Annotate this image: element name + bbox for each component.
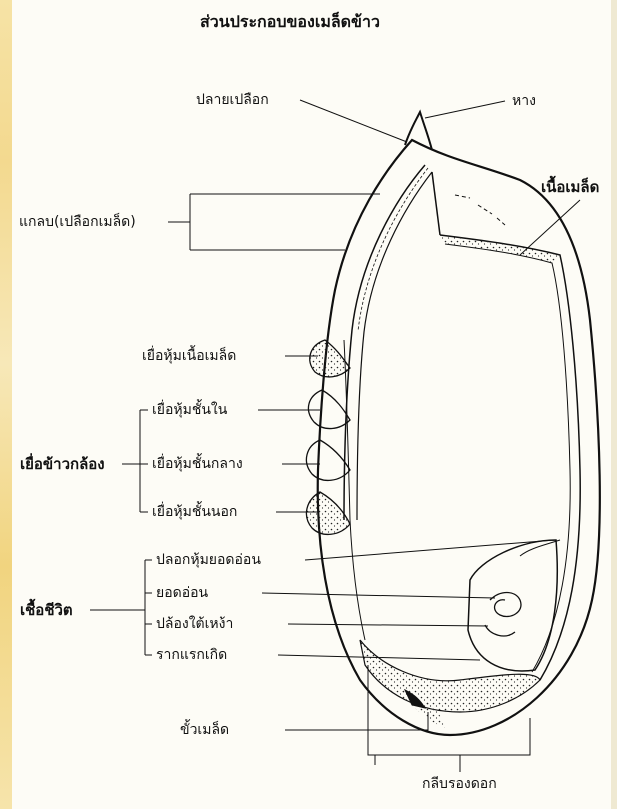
label-awn: หาง — [512, 93, 536, 109]
scutellum-dots — [360, 640, 540, 712]
label-inner-membrane: เยื่อหุ้มชั้นใน — [152, 402, 227, 418]
bran-scale-2 — [308, 390, 350, 429]
label-mesocotyl: ปล้องใต้เหง้า — [156, 616, 233, 632]
embryo-coil — [485, 593, 521, 636]
label-tip: ปลายเปลือก — [196, 92, 269, 108]
leader-awn — [425, 101, 505, 118]
label-middle-membrane: เยื่อหุ้มชั้นกลาง — [152, 456, 243, 472]
label-rachilla: ขั้วเมล็ด — [180, 722, 229, 738]
leader-coleoptile — [305, 540, 555, 560]
leader-bran-group — [122, 410, 148, 512]
label-endosperm-membrane: เยื่อหุ้มเนื้อเมล็ด — [142, 348, 236, 364]
leader-rachilla — [285, 712, 428, 730]
hull-right-2 — [445, 244, 570, 672]
label-embryo-group: เชื้อชีวิต — [20, 602, 73, 618]
label-endosperm: เนื้อเมล็ด — [541, 179, 599, 195]
hull-right-dots — [440, 235, 560, 263]
label-plumule: ยอดอ่อน — [156, 585, 208, 601]
hull-outline — [318, 140, 600, 735]
leader-mesocotyl — [288, 624, 488, 626]
leader-tip — [300, 100, 407, 142]
leader-plumule — [262, 593, 495, 598]
leader-embryo-group — [90, 560, 152, 655]
label-coleoptile: ปลอกหุ้มยอดอ่อน — [156, 552, 261, 568]
label-glumes: กลีบรองดอก — [422, 776, 497, 792]
label-hull: แกลบ(เปลือกเมล็ด) — [19, 214, 136, 230]
leader-endosperm — [520, 200, 580, 255]
embryo-outline — [468, 540, 557, 671]
hull-inner-1 — [344, 165, 425, 520]
label-radicle: รากแรกเกิด — [156, 647, 227, 663]
hull-notch — [432, 172, 440, 235]
label-bran-group: เยื่อข้าวกล้อง — [20, 456, 105, 472]
label-outer-membrane: เยื่อหุ้มชั้นนอก — [152, 504, 237, 520]
endosperm-dashes — [455, 195, 505, 225]
bran-scale-3 — [306, 440, 350, 480]
hull-inner-2 — [357, 172, 432, 520]
